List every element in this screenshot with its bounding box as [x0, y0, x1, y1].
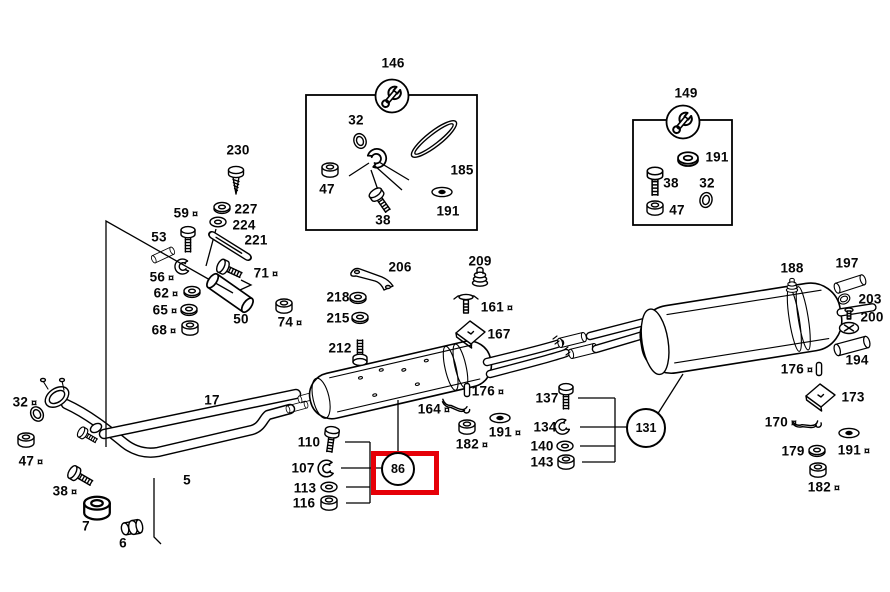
part-icon-110 [321, 425, 341, 454]
inset-box-146 [305, 78, 478, 231]
part-icon-74 [275, 298, 293, 314]
part-icon-194 [832, 335, 872, 357]
part-icon-182-center [458, 419, 476, 435]
part-icon-191-box2 [677, 151, 699, 167]
part-icon-218 [349, 291, 367, 305]
part-icon-47-left [17, 432, 35, 448]
intermediate-pipes [482, 315, 657, 379]
part-icon-164 [440, 398, 472, 415]
part-icon-206 [350, 267, 394, 291]
rear-muffler [639, 282, 877, 376]
part-icon-71 [214, 257, 245, 283]
part-icon-116 [320, 495, 338, 511]
wrench-icon [374, 78, 410, 114]
part-icon-47-box2 [646, 200, 664, 216]
wrench-icon [665, 104, 701, 140]
part-icon-38-box1 [366, 185, 395, 216]
part-icon-176-center [463, 382, 471, 398]
part-icon-173 [805, 383, 836, 412]
part-icon-38-box2 [646, 166, 664, 196]
part-icon-68 [181, 320, 199, 336]
part-icon-227 [213, 201, 231, 215]
part-icon-209 [471, 266, 489, 287]
part-icon-185 [406, 115, 462, 163]
part-icon-230 [227, 165, 245, 195]
part-icon-170 [791, 415, 823, 433]
part-icon-191-box1 [431, 186, 453, 198]
part-icon-182-right [809, 462, 827, 478]
part-icon-32-box1 [351, 131, 369, 151]
part-icon-188 [785, 277, 799, 293]
part-icon-179 [808, 444, 826, 458]
part-icon-137 [558, 382, 574, 410]
part-icon-50 [203, 270, 257, 316]
part-icon-47-box1 [321, 162, 339, 178]
part-icon-224 [209, 216, 227, 228]
part-icon-143 [557, 454, 575, 470]
part-icon-197 [832, 273, 868, 295]
part-icon-32-box2 [697, 190, 715, 210]
inset-box-149 [632, 104, 733, 226]
part-icon-59 [180, 225, 196, 253]
part-icon-62 [183, 285, 201, 299]
part-icon-191-right [838, 427, 860, 439]
part-icon-65 [180, 303, 198, 317]
part-icon-215 [351, 311, 369, 325]
part-icon-38-left [65, 463, 96, 490]
part-icon-176-right [815, 361, 823, 377]
part-icon-107 [317, 459, 334, 478]
part-icon-221 [206, 229, 254, 263]
part-icon-134 [552, 417, 571, 437]
part-icon-212 [352, 339, 368, 367]
part-icon-7 [83, 495, 111, 521]
part-icon-140 [556, 440, 574, 452]
center-muffler [284, 340, 493, 420]
part-icon-161 [453, 293, 479, 314]
part-icon-113 [320, 481, 338, 493]
part-icon-32-left [27, 403, 47, 425]
part-icon-6 [119, 518, 145, 538]
part-icon-191-center [489, 412, 511, 424]
front-pipe [39, 377, 302, 458]
